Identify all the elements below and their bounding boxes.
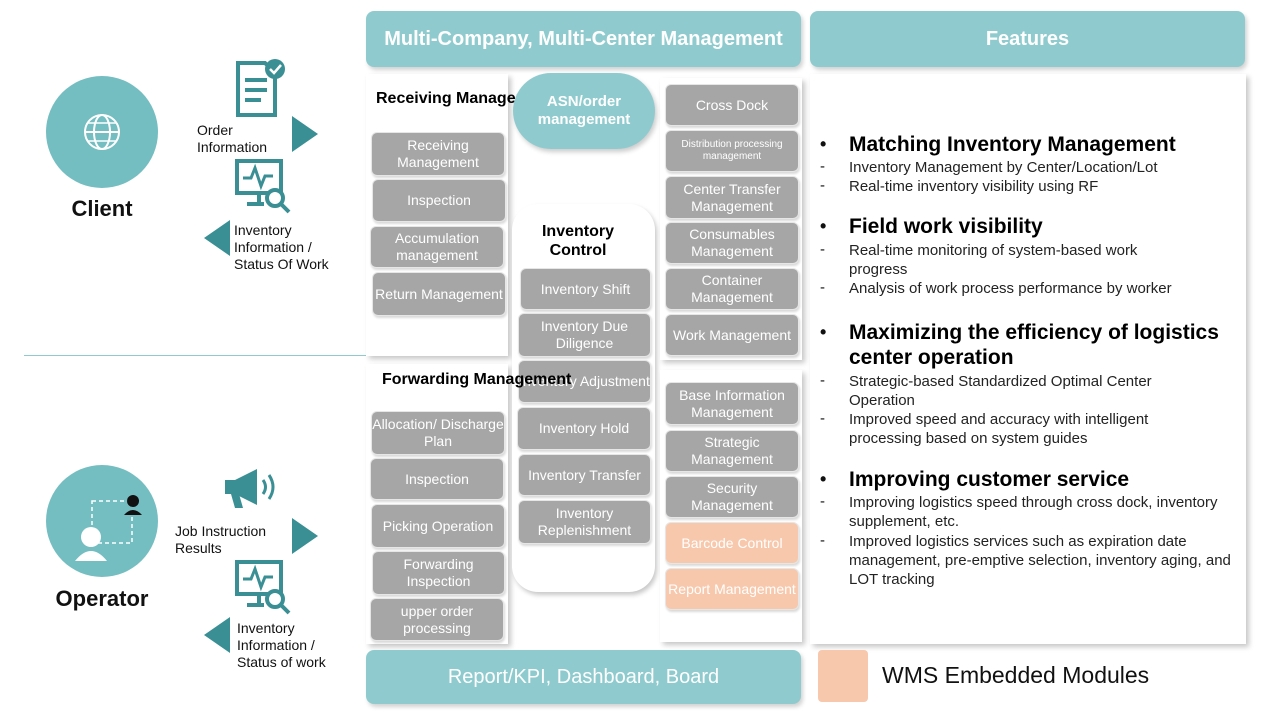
feature-title: Field work visibility	[849, 215, 1043, 238]
feature-bullet: •	[820, 134, 827, 154]
forwarding-title: Forwarding Management	[382, 371, 572, 388]
operations-item: Center Transfer Management	[665, 176, 799, 219]
feature-bullet: •	[820, 469, 827, 489]
embedded-module-item: Barcode Control	[665, 522, 799, 564]
inventory-item: Inventory Transfer	[518, 454, 651, 496]
forwarding-item: Allocation/ Discharge Plan	[371, 411, 505, 455]
report-kpi-label: Report/KPI, Dashboard, Board	[447, 666, 720, 688]
operator-circle	[46, 465, 158, 577]
feature-dash: -	[820, 532, 825, 549]
feature-point: Strategic-based Standardized Optimal Cen…	[849, 373, 1152, 409]
inventory-item: Inventory Shift	[520, 268, 651, 310]
operator-label: Operator	[55, 586, 149, 611]
feature-point: Improved logistics services such as expi…	[849, 533, 1231, 588]
forwarding-item: Picking Operation	[371, 504, 505, 548]
client-circle	[46, 76, 158, 188]
receiving-item: Inspection	[372, 179, 506, 222]
legend-label: WMS Embedded Modules	[882, 662, 1150, 688]
operator-network-icon	[75, 495, 142, 561]
inventory-item: Inventory Hold	[517, 407, 651, 450]
feature-point: Improved speed and accuracy with intelli…	[849, 411, 1149, 447]
operations-item: Distribution processing management	[665, 130, 799, 172]
feature-point: Analysis of work process performance by …	[849, 280, 1172, 297]
order-info-label: Order Information	[197, 122, 268, 155]
feature-title: Improving customer service	[849, 468, 1130, 491]
forwarding-item: upper order processing	[370, 598, 504, 641]
arrow-left-icon	[204, 220, 230, 256]
receiving-item: Return Management	[372, 272, 506, 316]
management-item: Base Information Management	[665, 382, 799, 425]
multi-company-title: Multi-Company, Multi-Center Management	[384, 28, 783, 50]
asn-order-management: ASN/order management	[513, 73, 655, 149]
feature-dash: -	[820, 241, 825, 258]
feature-title: Matching Inventory Management	[849, 133, 1176, 156]
megaphone-icon	[225, 469, 275, 508]
document-check-icon	[236, 59, 285, 117]
inventory-item: Inventory Adjustment	[518, 360, 651, 403]
operations-item: Work Management	[665, 314, 799, 356]
management-item: Strategic Management	[665, 430, 799, 472]
legend-swatch	[818, 650, 868, 702]
inventory-item: Inventory Replenishment	[518, 500, 651, 544]
forwarding-item: Forwarding Inspection	[372, 551, 505, 595]
monitor-search-icon	[235, 159, 291, 214]
asn-label: ASN/order management	[537, 93, 631, 128]
operator-inventory-info-label: Inventory Information / Status of work	[237, 620, 326, 670]
feature-bullet: •	[820, 322, 827, 342]
multi-company-banner: Multi-Company, Multi-Center Management	[366, 11, 801, 67]
operations-item: Cross Dock	[665, 84, 799, 126]
client-inventory-info-label: Inventory Information / Status Of Work	[234, 222, 329, 272]
arrow-right-icon	[292, 518, 318, 554]
feature-point: Inventory Management by Center/Location/…	[849, 159, 1158, 176]
operations-item: Container Management	[665, 268, 799, 310]
features-banner: Features	[810, 11, 1245, 67]
client-label: Client	[71, 196, 133, 221]
feature-dash: -	[820, 279, 825, 296]
forwarding-item: Inspection	[370, 458, 504, 500]
report-kpi-banner: Report/KPI, Dashboard, Board	[366, 650, 801, 704]
arrow-right-icon	[292, 116, 318, 152]
feature-point: Real-time monitoring of system-based wor…	[849, 242, 1138, 278]
embedded-module-item: Report Management	[665, 568, 799, 610]
feature-bullet: •	[820, 216, 827, 236]
arrow-left-icon	[204, 617, 230, 653]
receiving-title: Receiving Management	[376, 90, 554, 107]
globe-icon	[84, 114, 120, 150]
inventory-control-title: Inventory Control	[541, 223, 614, 259]
feature-point: Real-time inventory visibility using RF	[849, 178, 1099, 195]
feature-dash: -	[820, 410, 825, 427]
job-instruction-label: Job Instruction Results	[175, 523, 267, 556]
feature-dash: -	[820, 158, 825, 175]
inventory-item: Inventory Due Diligence	[518, 313, 651, 357]
monitor-search-icon	[235, 560, 291, 615]
feature-point: Improving logistics speed through cross …	[849, 494, 1218, 530]
divider	[24, 355, 366, 356]
features-panel	[810, 74, 1246, 644]
feature-dash: -	[820, 177, 825, 194]
management-item: Security Management	[665, 476, 799, 518]
feature-dash: -	[820, 372, 825, 389]
receiving-item: Accumulation management	[370, 226, 504, 268]
feature-title: Maximizing the efficiency of logistics c…	[849, 321, 1219, 369]
feature-dash: -	[820, 493, 825, 510]
receiving-item: Receiving Management	[371, 132, 505, 176]
features-title: Features	[985, 28, 1070, 50]
operations-item: Consumables Management	[665, 222, 799, 264]
